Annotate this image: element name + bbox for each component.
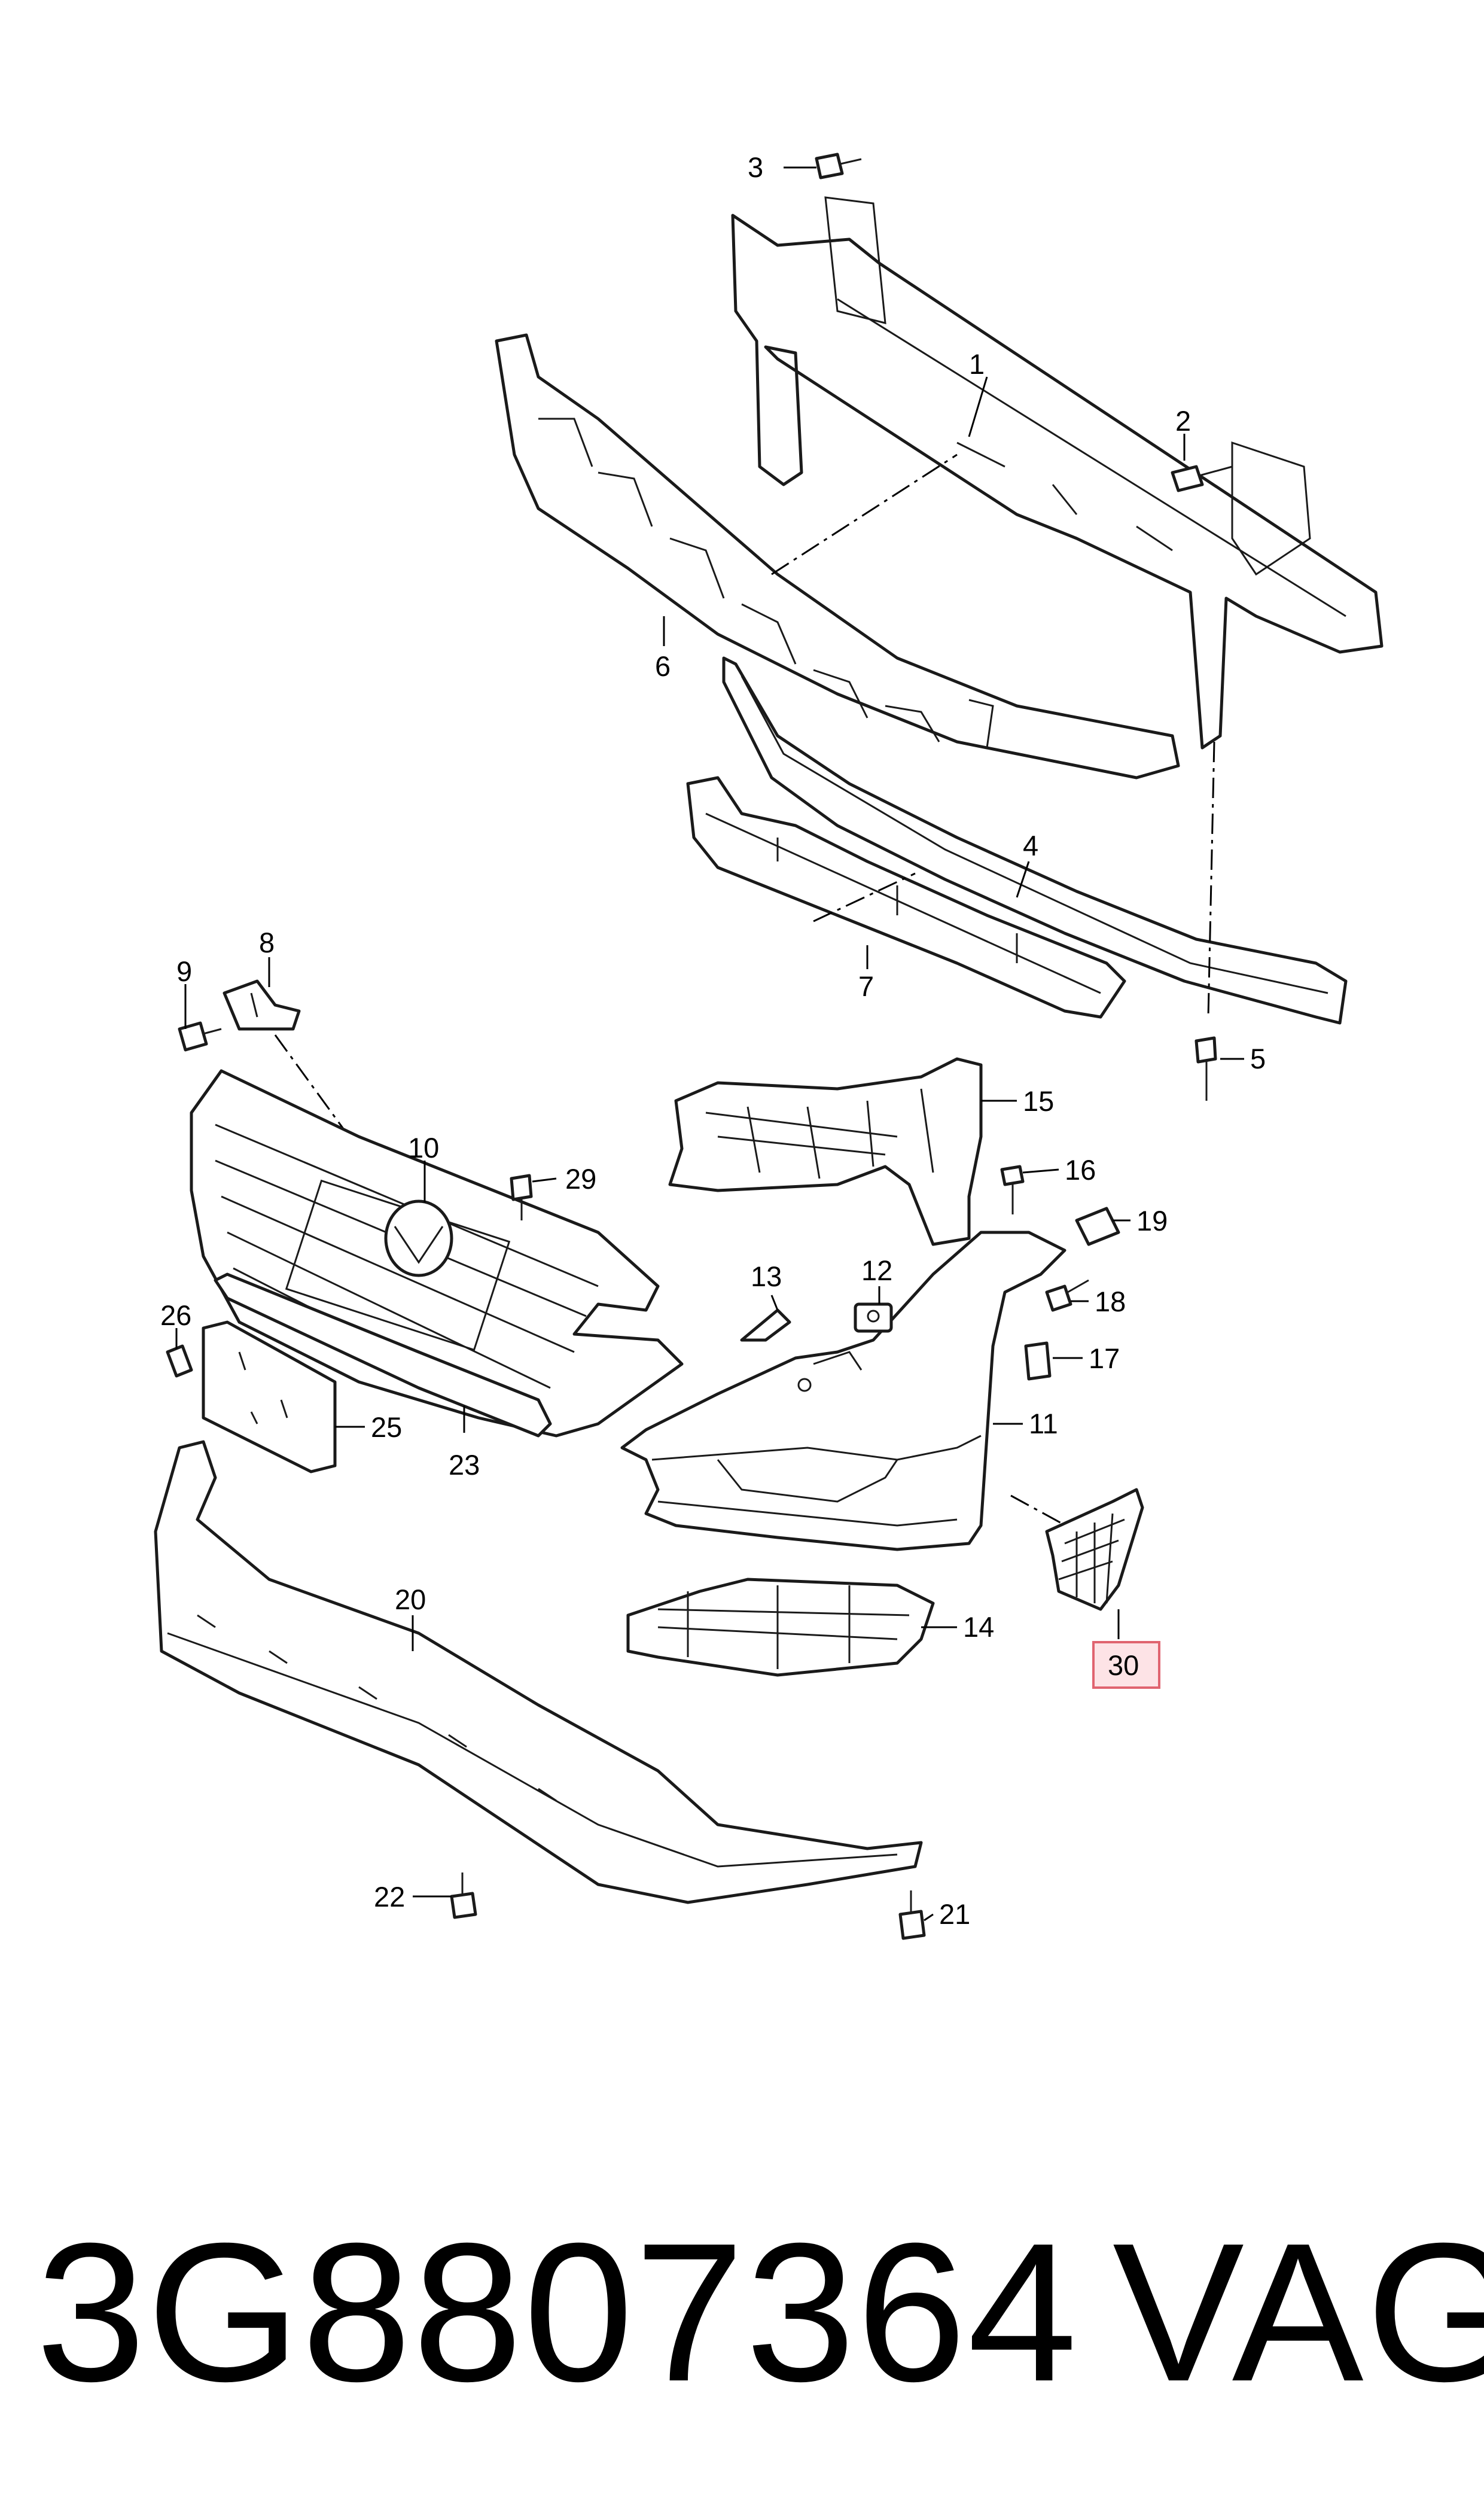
screw-part [510, 1174, 533, 1220]
clip-part [166, 1344, 193, 1378]
callout-10: 10 [408, 1132, 439, 1164]
leader-line [770, 1295, 779, 1311]
callout-16: 16 [1065, 1154, 1096, 1186]
leader-line [1022, 1168, 1059, 1174]
bolt-part [1171, 465, 1233, 492]
screw-part [1045, 1279, 1089, 1312]
leader-line [532, 1177, 557, 1183]
exploded-parts-diagram: 1 2 3 4 5 6 7 8 9 10 11 12 13 14 15 16 1… [154, 151, 1384, 1940]
expanding-rivet-part [1075, 1207, 1120, 1246]
callout-8: 8 [259, 927, 275, 958]
bumper-reinforcement-part [731, 196, 1384, 750]
callout-20: 20 [395, 1584, 426, 1615]
callout-7: 7 [858, 970, 874, 1002]
brand-label: VAG [1113, 2202, 1484, 2422]
screw-part [1000, 1165, 1025, 1214]
retainer-part [740, 1308, 791, 1342]
leader-line [924, 1913, 934, 1922]
callout-30: 30 [1108, 1649, 1139, 1681]
radiator-grille-part [190, 1069, 684, 1438]
callout-highlight-box [1092, 1641, 1160, 1689]
clip-part [1024, 1341, 1052, 1381]
callout-17: 17 [1089, 1342, 1120, 1374]
energy-absorber-part [495, 333, 1180, 780]
fog-lamp-grille-part [626, 1578, 935, 1677]
screw-part [1194, 1036, 1217, 1101]
callout-6: 6 [655, 650, 671, 682]
callout-3: 3 [748, 151, 763, 183]
callout-11: 11 [1029, 1408, 1058, 1439]
honeycomb-grille-insert-part [1045, 1488, 1144, 1611]
callout-2: 2 [1175, 405, 1191, 437]
screw-part [178, 1021, 222, 1052]
lower-absorber-part [686, 776, 1126, 1019]
screw-part [450, 1872, 477, 1919]
callout-29: 29 [565, 1163, 596, 1195]
callout-1: 1 [969, 348, 985, 380]
callout-18: 18 [1095, 1286, 1126, 1317]
bracket-part [223, 979, 301, 1031]
assembly-line [813, 872, 916, 922]
callout-23: 23 [449, 1449, 480, 1481]
assembly-line [1207, 741, 1215, 1018]
leader-line [968, 376, 988, 437]
nut-clip-part [854, 1302, 893, 1333]
callout-26: 26 [160, 1299, 191, 1331]
bolt-part [815, 153, 862, 179]
callout-19: 19 [1136, 1205, 1168, 1237]
callout-21: 21 [939, 1898, 970, 1930]
grille-trim-part [214, 1272, 552, 1438]
callout-12: 12 [861, 1255, 892, 1286]
callout-5: 5 [1250, 1043, 1266, 1074]
callout-25: 25 [371, 1411, 402, 1443]
part-number: 3G8807364 [36, 2202, 1078, 2422]
callout-4: 4 [1023, 830, 1038, 861]
trim-strip-part [722, 656, 1348, 1025]
lower-spoiler-part [154, 1440, 923, 1904]
mounting-bracket-part [668, 1057, 983, 1246]
callout-22: 22 [374, 1881, 405, 1913]
leader-line [1016, 861, 1030, 898]
callout-14: 14 [963, 1611, 994, 1643]
callout-13: 13 [751, 1260, 782, 1292]
license-plate-bracket-part [202, 1320, 337, 1473]
bumper-side-cover-part [620, 1231, 1066, 1551]
callout-15: 15 [1023, 1085, 1054, 1117]
assembly-line [771, 453, 958, 576]
screw-part [898, 1890, 926, 1940]
highlighted-callout-30: 30 [1092, 1641, 1160, 1689]
callout-9: 9 [176, 955, 192, 987]
